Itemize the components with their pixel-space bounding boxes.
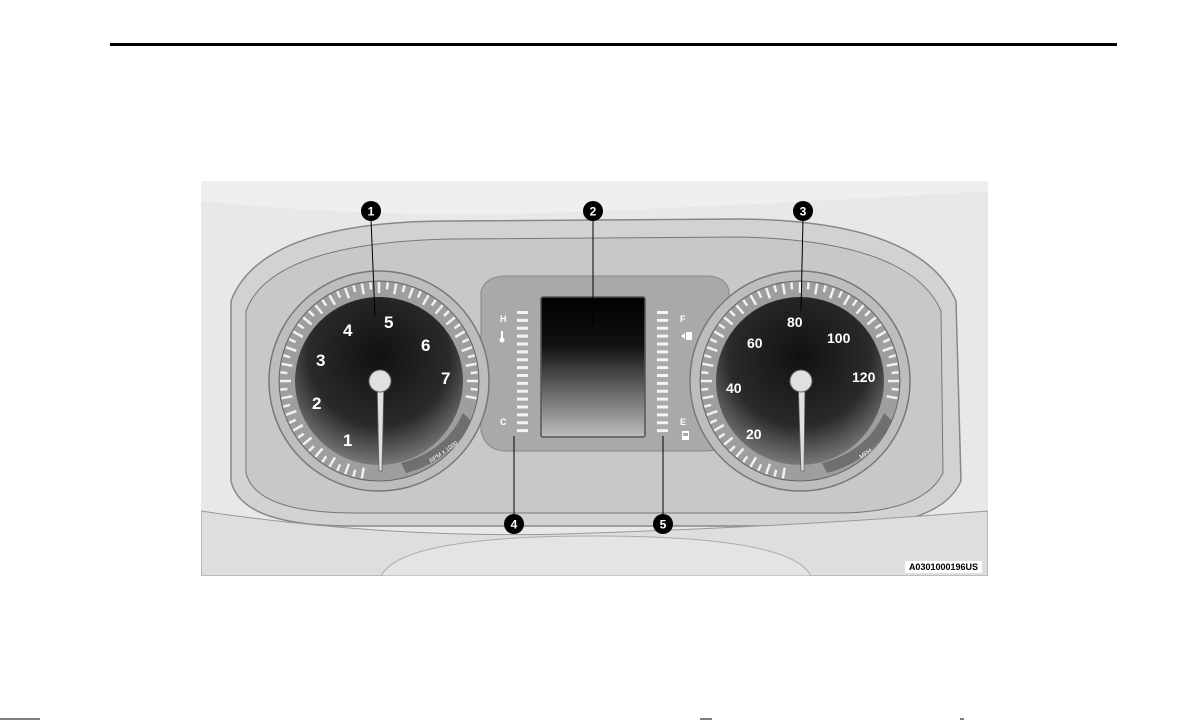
temp-gauge-segments-segment (517, 343, 528, 346)
tach-ticks-mark (387, 282, 388, 289)
tach-ticks-mark (280, 389, 287, 390)
speed-ticks-mark (774, 470, 776, 477)
speed-number-40: 40 (726, 380, 742, 396)
tachometer-hub (369, 370, 391, 392)
fuel-pump-icon (682, 431, 689, 440)
speed-number-120: 120 (852, 369, 876, 385)
fuel-gauge-segments-segment (657, 343, 668, 346)
instrument-cluster-figure: H C F E RPM x 1000 1 2 3 4 5 6 (201, 181, 988, 576)
temp-gauge-segments-segment (517, 382, 528, 385)
fuel-gauge-segments-segment (657, 429, 668, 432)
callout-4-number: 4 (511, 518, 518, 532)
speed-ticks-mark (774, 285, 776, 292)
fuel-gauge-segments-segment (657, 406, 668, 409)
temp-gauge-segments-segment (517, 358, 528, 361)
speed-number-100: 100 (827, 330, 851, 346)
fuel-gauge-segments-segment (657, 327, 668, 330)
temp-gauge-segments-segment (517, 311, 528, 314)
speed-number-60: 60 (747, 335, 763, 351)
tach-ticks-mark (468, 355, 475, 357)
fuel-gauge-segments-segment (657, 319, 668, 322)
callout-3-number: 3 (800, 205, 807, 219)
temp-gauge-segments-segment (517, 398, 528, 401)
speed-ticks-mark (889, 355, 896, 357)
speed-ticks-mark (704, 405, 711, 407)
temp-gauge-segments-segment (517, 406, 528, 409)
figure-id-label: A0301000196US (905, 561, 982, 573)
fuel-empty-label: E (680, 417, 686, 427)
tach-number-7: 7 (441, 369, 450, 388)
temp-gauge-segments-segment (517, 421, 528, 424)
tach-number-1: 1 (343, 431, 352, 450)
temp-low-label: C (500, 417, 507, 427)
temp-gauge-segments-segment (517, 390, 528, 393)
tach-number-2: 2 (312, 394, 321, 413)
fuel-gauge-segments-segment (657, 366, 668, 369)
fuel-gauge-segments-segment (657, 421, 668, 424)
fuel-gauge-segments-segment (657, 350, 668, 353)
speedometer: MPH 20 40 60 80 100 120 (690, 271, 910, 491)
speedometer-hub (790, 370, 812, 392)
callout-5: 5 (653, 514, 673, 534)
tach-ticks-mark (471, 372, 478, 373)
tach-ticks-mark (280, 372, 287, 373)
fuel-gauge-segments-segment (657, 358, 668, 361)
tach-ticks-mark (283, 405, 290, 407)
tach-ticks-mark (471, 389, 478, 390)
fuel-gauge-segments-segment (657, 382, 668, 385)
callout-1-number: 1 (368, 205, 375, 219)
callout-2-number: 2 (590, 205, 597, 219)
fuel-gauge-segments-segment (657, 398, 668, 401)
fuel-gauge-segments-segment (657, 413, 668, 416)
tach-ticks-mark (353, 470, 355, 477)
temp-gauge-segments-segment (517, 374, 528, 377)
speed-ticks-mark (892, 372, 899, 373)
fuel-gauge-segments-segment (657, 390, 668, 393)
temp-gauge-segments-segment (517, 429, 528, 432)
speed-number-20: 20 (746, 426, 762, 442)
fuel-gauge-segments-segment (657, 311, 668, 314)
temp-gauge-segments-segment (517, 319, 528, 322)
speed-ticks-mark (701, 372, 708, 373)
tach-ticks-mark (403, 285, 405, 292)
speed-ticks-mark (892, 389, 899, 390)
speed-ticks-mark (824, 285, 826, 292)
speed-ticks-mark (704, 355, 711, 357)
speed-ticks-mark (791, 282, 792, 289)
header-rule (110, 43, 1117, 46)
temp-gauge-segments-segment (517, 327, 528, 330)
tach-number-6: 6 (421, 336, 430, 355)
tach-number-4: 4 (343, 321, 353, 340)
tach-ticks-mark (353, 285, 355, 292)
tachometer: RPM x 1000 1 2 3 4 5 6 7 (269, 271, 489, 491)
speed-number-80: 80 (787, 314, 803, 330)
fuel-gauge-segments-segment (657, 374, 668, 377)
speed-ticks-mark (701, 389, 708, 390)
callout-3: 3 (793, 201, 813, 221)
temp-gauge-segments-segment (517, 413, 528, 416)
callout-2: 2 (583, 201, 603, 221)
crop-marks (0, 714, 1189, 721)
temp-high-label: H (500, 314, 507, 324)
tach-ticks-mark (370, 282, 371, 289)
temp-gauge-segments-segment (517, 335, 528, 338)
tach-number-3: 3 (316, 351, 325, 370)
tach-ticks-mark (283, 355, 290, 357)
tach-number-5: 5 (384, 313, 393, 332)
fuel-full-label: F (680, 314, 686, 324)
callout-4: 4 (504, 514, 524, 534)
callout-5-number: 5 (660, 518, 667, 532)
speed-ticks-mark (808, 282, 809, 289)
temp-gauge-segments-segment (517, 366, 528, 369)
fuel-gauge-segments-segment (657, 335, 668, 338)
temp-gauge-segments-segment (517, 350, 528, 353)
callout-1: 1 (361, 201, 381, 221)
